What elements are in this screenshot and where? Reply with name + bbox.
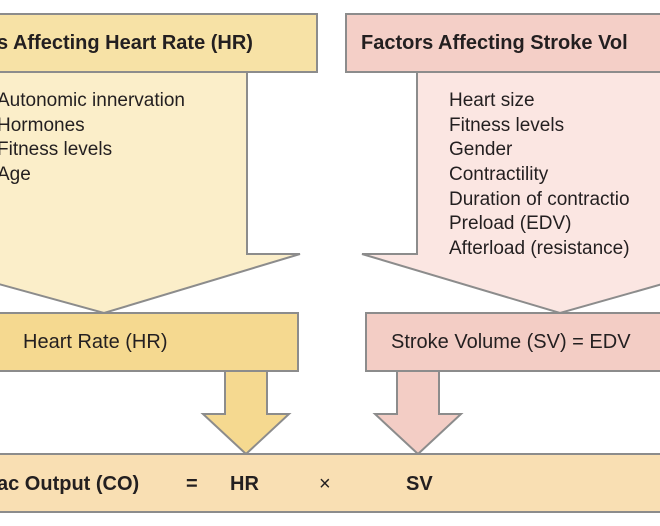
hr-result-label: Heart Rate (HR) [23,331,168,353]
hr-factor-item: Hormones [0,114,85,136]
sv-header-box [345,13,660,73]
hr-result-box [0,312,299,372]
sv-factor-item: Heart size [449,90,535,111]
sv-factor-item: Afterload (resistance) [449,238,630,260]
cardiac-output-bar [0,453,660,513]
hr-header-box [0,13,318,73]
equals-sign: = [186,473,198,495]
hr-factor-item: Autonomic innervation [0,90,185,111]
hr-factor-item: Age [0,164,31,186]
hr-header-title: s Affecting Heart Rate (HR) [0,32,253,54]
hr-term: HR [230,473,259,495]
sv-term: SV [406,473,433,495]
hr-down-arrow [200,369,292,456]
cardiac-output-label: ac Output (CO) [0,473,140,495]
hr-factor-list: Autonomic innervation Hormones Fitness l… [0,89,185,188]
multiply-sign: × [319,473,331,495]
sv-result-box [365,312,660,372]
sv-header-title: Factors Affecting Stroke Vol [361,32,628,54]
hr-factor-item: Fitness levels [0,139,113,161]
sv-factor-item: Duration of contractio [449,188,630,210]
sv-factor-item: Gender [449,139,513,161]
sv-factor-list: Heart size Fitness levels Gender Contrac… [449,89,630,262]
sv-factor-item: Fitness levels [449,114,565,136]
sv-result-label: Stroke Volume (SV) = EDV [391,331,631,353]
sv-factor-item: Preload (EDV) [449,213,572,235]
sv-down-arrow [372,369,464,456]
sv-factor-item: Contractility [449,164,549,186]
